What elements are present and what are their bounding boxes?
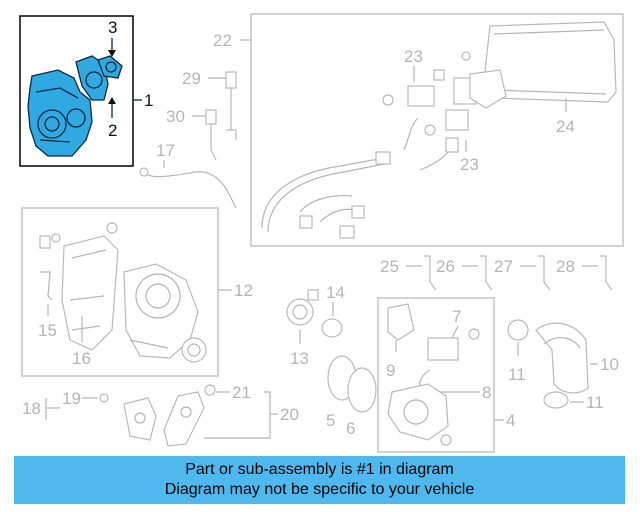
clamp-13 xyxy=(286,289,319,326)
highlight-box xyxy=(19,15,134,167)
valve-7 xyxy=(427,328,480,361)
clamp-11-lower xyxy=(543,391,569,409)
arrow-3 xyxy=(108,50,116,57)
housing-4 xyxy=(387,383,452,446)
callout-2: 2 xyxy=(108,121,117,140)
water-pump-assembly-highlighted[interactable] xyxy=(27,55,123,157)
arrow-2 xyxy=(108,97,116,104)
callout-23-top: 23 xyxy=(404,47,423,66)
mount-bracket-20 xyxy=(123,391,205,447)
banner-line-2: Diagram may not be specific to your vehi… xyxy=(164,481,475,498)
callout-15: 15 xyxy=(38,321,57,340)
callout-22: 22 xyxy=(213,31,232,50)
callout-18: 18 xyxy=(22,399,41,418)
bolt-19 xyxy=(99,393,109,403)
sensor-15 xyxy=(40,271,53,301)
coolant-hoses xyxy=(261,117,459,239)
gasket-14 xyxy=(321,318,343,338)
callout-1: 1 xyxy=(144,91,153,110)
sensors-25-28 xyxy=(424,255,613,291)
callout-19: 19 xyxy=(62,389,81,408)
sensor-30 xyxy=(205,109,217,161)
heat-shield-16 xyxy=(61,235,119,351)
gasket-6 xyxy=(347,367,377,413)
callout-11-left: 11 xyxy=(508,365,526,384)
callout-10: 10 xyxy=(600,355,619,374)
brackets-23 xyxy=(382,51,507,136)
callout-25: 25 xyxy=(380,257,399,276)
bolt-21 xyxy=(204,384,216,396)
callout-8: 8 xyxy=(482,383,491,402)
callout-11-right: 11 xyxy=(586,393,604,412)
callout-7: 7 xyxy=(452,307,461,326)
callout-30: 30 xyxy=(166,107,185,126)
box-22 xyxy=(250,13,624,247)
callout-13: 13 xyxy=(290,349,309,368)
callout-27: 27 xyxy=(494,257,513,276)
callout-28: 28 xyxy=(556,257,575,276)
intake-hose-10 xyxy=(535,322,589,394)
banner-line-1: Part or sub-assembly is #1 in diagram xyxy=(185,461,454,478)
callout-3: 3 xyxy=(108,18,117,37)
callout-17: 17 xyxy=(156,141,175,160)
callout-26: 26 xyxy=(436,257,455,276)
callout-23-bottom: 23 xyxy=(460,155,479,174)
clamp-11-upper xyxy=(507,319,529,341)
callout-24: 24 xyxy=(556,117,575,136)
callout-12: 12 xyxy=(234,281,253,300)
callout-16: 16 xyxy=(72,349,91,368)
callout-5: 5 xyxy=(326,411,335,430)
clip-icon xyxy=(39,235,51,249)
callout-21: 21 xyxy=(232,383,251,402)
callout-9: 9 xyxy=(386,361,395,380)
sensor-17 xyxy=(143,171,237,209)
turbocharger-12 xyxy=(123,263,207,363)
callout-14: 14 xyxy=(326,283,345,302)
bracket-9 xyxy=(387,303,415,341)
info-banner: Part or sub-assembly is #1 in diagram Di… xyxy=(14,456,625,504)
box-12 xyxy=(21,207,219,377)
box-4 xyxy=(377,297,495,453)
bolt-icon xyxy=(106,222,118,234)
intercooler-24 xyxy=(483,21,617,103)
callout-4: 4 xyxy=(506,411,515,430)
callout-6: 6 xyxy=(346,419,355,438)
callout-20: 20 xyxy=(280,405,299,424)
callout-29: 29 xyxy=(182,69,201,88)
sensor-29 xyxy=(225,71,237,140)
